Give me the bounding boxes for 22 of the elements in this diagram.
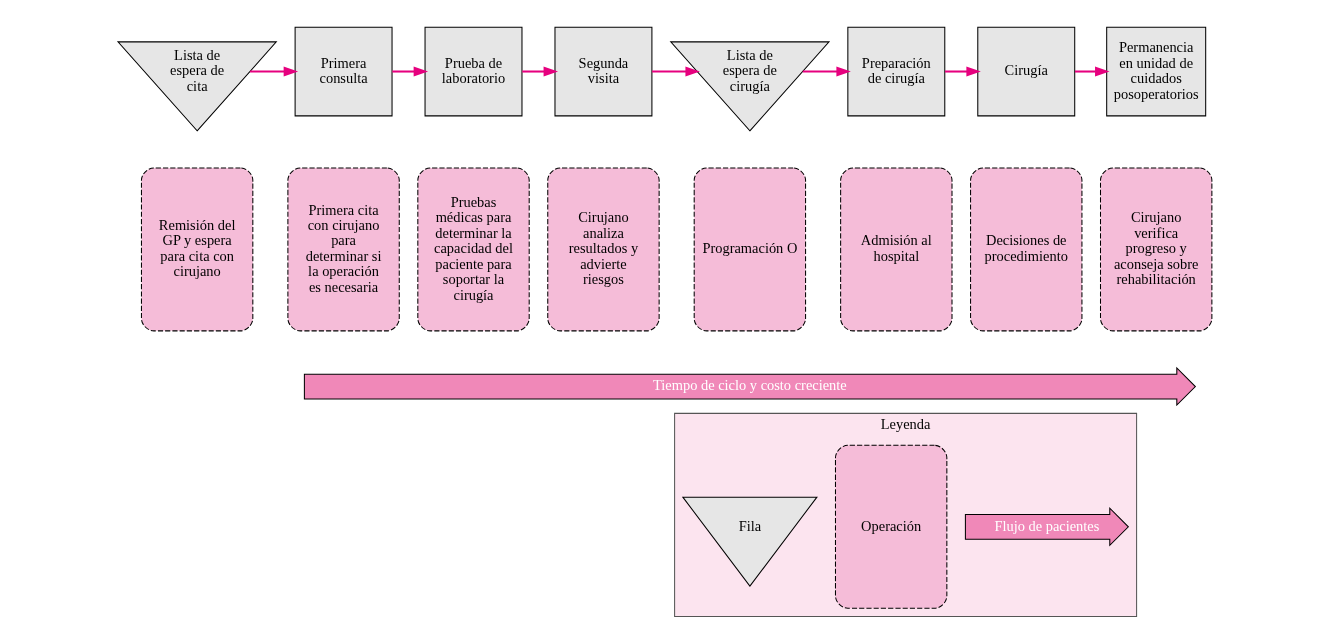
node-box: Cirugía <box>977 26 1076 117</box>
node-box: Prueba de laboratorio <box>424 26 523 117</box>
node-box: Primera cita con cirujano para determinar si la operación es necesaria <box>287 167 400 332</box>
arrow <box>802 66 851 77</box>
arrow <box>392 66 429 77</box>
node-box: Pruebas médicas para determinar la capacidad del paciente para soportar la cirugía <box>417 167 530 332</box>
node-box: Segunda visita <box>554 26 653 117</box>
node-box: Programación O <box>693 167 807 332</box>
node-box: Preparación de cirugía <box>847 26 946 117</box>
arrow <box>250 66 299 77</box>
node-box: Cirujano analiza resultados y advierte riesgos <box>547 167 660 332</box>
node-box: Admisión al hospital <box>840 167 953 332</box>
arrow <box>652 66 700 77</box>
node-box: Cirujano verifica progreso y aconseja sobre rehabilitación <box>1100 167 1213 332</box>
arrow <box>945 66 981 77</box>
arrow <box>522 66 559 77</box>
node-box: Primera consulta <box>294 26 393 117</box>
node-box: Permanencia en unidad de cuidados posoperatorios <box>1106 26 1207 117</box>
node-box: Operación <box>834 444 948 609</box>
node-box: Remisión del GP y espera para cita con cirujano <box>140 167 254 332</box>
node-box: Decisiones de procedimiento <box>970 167 1083 332</box>
arrow <box>1075 66 1110 77</box>
